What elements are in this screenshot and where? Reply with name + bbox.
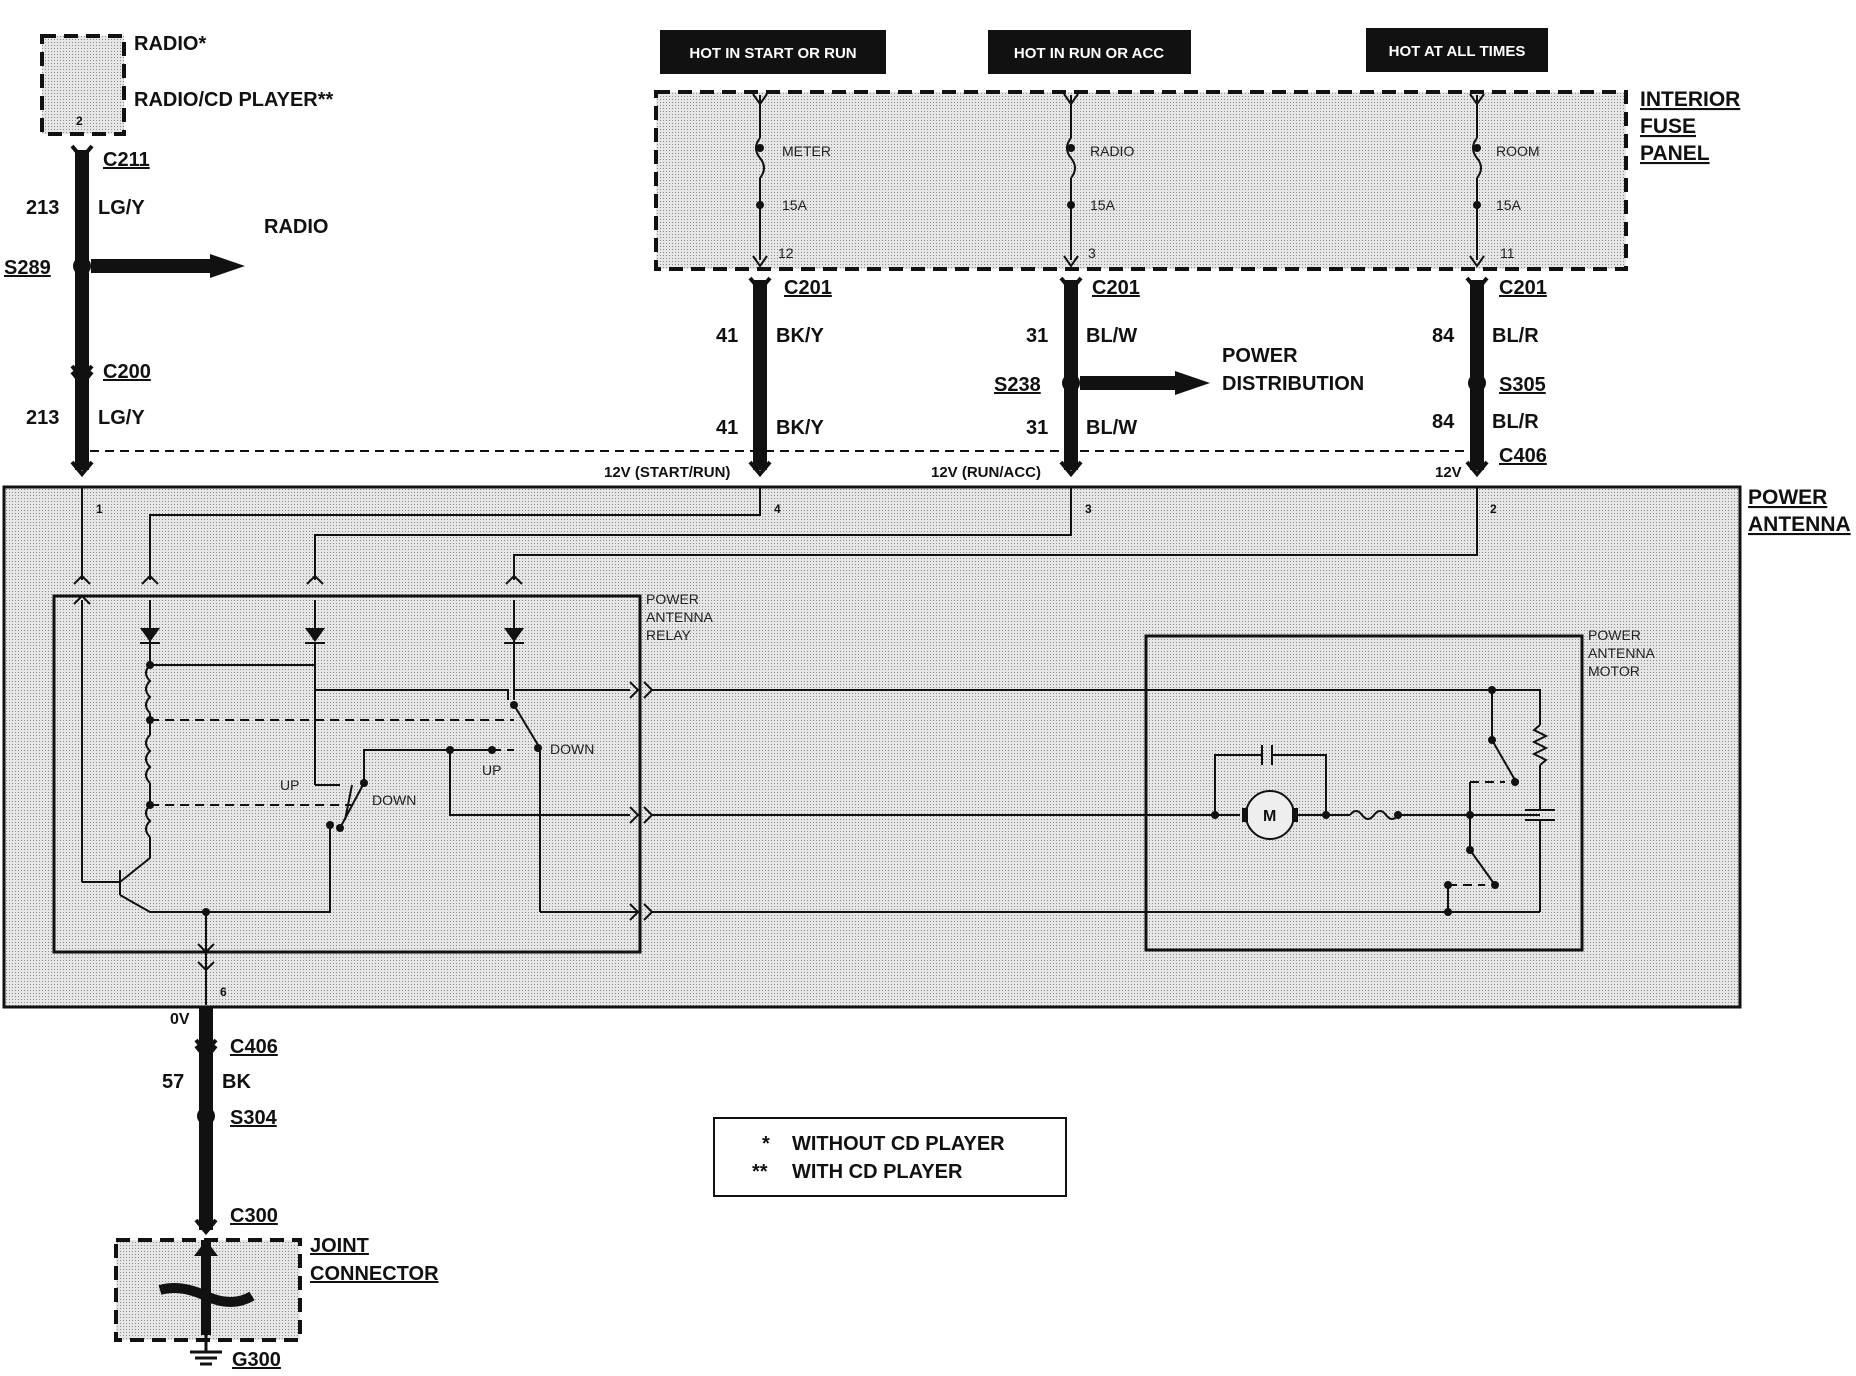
pin-2: 2: [1490, 502, 1497, 516]
fuse-panel-title-1: INTERIOR: [1640, 88, 1740, 111]
legend-sym-2: **: [752, 1161, 768, 1183]
splice-s238: S238: [994, 374, 1041, 396]
radio-pin: 2: [76, 114, 83, 128]
color-blw: BL/W: [1086, 325, 1137, 347]
svg-text:11: 11: [1500, 245, 1515, 261]
circuit-84: 84: [1432, 325, 1455, 347]
header-hot-start-run: HOT IN START OR RUN: [660, 30, 886, 74]
header-hot-run-acc: HOT IN RUN OR ACC: [988, 30, 1191, 74]
circuit-213: 213: [26, 197, 59, 219]
pin-1: 1: [96, 502, 103, 516]
motor-m: M: [1263, 808, 1276, 825]
conn-c200: C200: [103, 361, 151, 383]
power-antenna-title-1: POWER: [1748, 486, 1827, 509]
color-lgy: LG/Y: [98, 197, 145, 219]
splice-s305: S305: [1499, 374, 1546, 396]
svg-text:HOT AT ALL TIMES: HOT AT ALL TIMES: [1389, 43, 1526, 60]
legend-sym-1: *: [762, 1133, 770, 1155]
wire-84: [1465, 276, 1489, 478]
circuit-84-b: 84: [1432, 411, 1455, 433]
color-blw-b: BL/W: [1086, 417, 1137, 439]
svg-text:ROOM: ROOM: [1496, 143, 1540, 159]
radio-wire: [70, 144, 245, 478]
splice-s304: S304: [230, 1107, 278, 1129]
fuse-meter: METER 15A 12: [752, 93, 831, 268]
color-lgy-b: LG/Y: [98, 407, 145, 429]
ground-g300: G300: [232, 1349, 281, 1371]
interior-fuse-panel: [654, 90, 1628, 271]
conn-c211: C211: [103, 149, 150, 171]
branch-power: POWER: [1222, 345, 1298, 367]
color-blr: BL/R: [1492, 325, 1539, 347]
branch-distribution: DISTRIBUTION: [1222, 373, 1364, 395]
joint-connector-symbol: [158, 1240, 255, 1366]
joint-label-1: JOINT: [310, 1235, 369, 1257]
label-down-2: DOWN: [550, 741, 594, 757]
conn-c406-bottom: C406: [230, 1036, 278, 1058]
svg-text:RADIO: RADIO: [1090, 143, 1134, 159]
splice-s289: S289: [4, 257, 51, 279]
pin-3: 3: [1085, 502, 1092, 516]
branch-radio: RADIO: [264, 216, 328, 238]
conn-c201-a: C201: [784, 277, 832, 299]
power-antenna-title-2: ANTENNA: [1748, 513, 1851, 536]
relay-label-3: RELAY: [646, 627, 692, 643]
legend-with-cd: WITH CD PLAYER: [792, 1161, 963, 1183]
svg-text:HOT IN RUN OR ACC: HOT IN RUN OR ACC: [1014, 45, 1164, 62]
label-up-2: UP: [482, 762, 501, 778]
circuit-57: 57: [162, 1071, 184, 1093]
volt-start-run: 12V (START/RUN): [604, 464, 730, 481]
radio-cd-title: RADIO/CD PLAYER**: [134, 89, 334, 111]
conn-c300: C300: [230, 1205, 278, 1227]
radio-title: RADIO*: [134, 33, 206, 55]
fuse-radio: RADIO 15A 3: [1063, 93, 1134, 268]
power-antenna-box: [2, 485, 1742, 1009]
svg-text:15A: 15A: [1090, 197, 1116, 213]
relay-label-1: POWER: [646, 591, 699, 607]
fuse-panel-title-2: FUSE: [1640, 115, 1696, 138]
svg-text:15A: 15A: [782, 197, 808, 213]
circuit-41: 41: [716, 325, 738, 347]
label-up-1: UP: [280, 777, 299, 793]
svg-text:HOT IN START OR RUN: HOT IN START OR RUN: [689, 45, 856, 62]
svg-text:12: 12: [778, 245, 794, 261]
volt-0v: 0V: [170, 1011, 190, 1028]
circuit-31: 31: [1026, 325, 1048, 347]
legend: * WITHOUT CD PLAYER ** WITH CD PLAYER: [713, 1117, 1067, 1197]
circuit-213-b: 213: [26, 407, 59, 429]
conn-c201-c: C201: [1499, 277, 1547, 299]
color-blr-b: BL/R: [1492, 411, 1539, 433]
motor-label-3: MOTOR: [1588, 663, 1640, 679]
antenna-internal-wiring: UP DOWN DOWN UP: [52, 487, 1584, 954]
header-hot-all-times: HOT AT ALL TIMES: [1366, 28, 1548, 72]
fuse-panel-title-3: PANEL: [1640, 142, 1710, 165]
circuit-41-b: 41: [716, 417, 738, 439]
volt-12v: 12V: [1435, 464, 1462, 481]
fuse-room: ROOM 15A 11: [1469, 93, 1540, 268]
radio-box: [40, 34, 126, 136]
svg-text:15A: 15A: [1496, 197, 1522, 213]
wire-31: [1059, 276, 1210, 478]
wire-41: [748, 276, 772, 478]
svg-text:3: 3: [1088, 245, 1096, 261]
pin-6: 6: [220, 985, 227, 999]
color-bk: BK: [222, 1071, 251, 1093]
motor-label-1: POWER: [1588, 627, 1641, 643]
joint-label-2: CONNECTOR: [310, 1263, 439, 1285]
volt-run-acc: 12V (RUN/ACC): [931, 464, 1041, 481]
conn-c406-top: C406: [1499, 445, 1547, 467]
relay-label-2: ANTENNA: [646, 609, 714, 625]
motor-label-2: ANTENNA: [1588, 645, 1656, 661]
pin-4: 4: [774, 502, 781, 516]
conn-c201-b: C201: [1092, 277, 1140, 299]
ground-wire: [194, 950, 218, 1236]
color-bky: BK/Y: [776, 325, 824, 347]
circuit-31-b: 31: [1026, 417, 1048, 439]
legend-without-cd: WITHOUT CD PLAYER: [792, 1133, 1005, 1155]
svg-text:METER: METER: [782, 143, 831, 159]
color-bky-b: BK/Y: [776, 417, 824, 439]
label-down-1: DOWN: [372, 792, 416, 808]
